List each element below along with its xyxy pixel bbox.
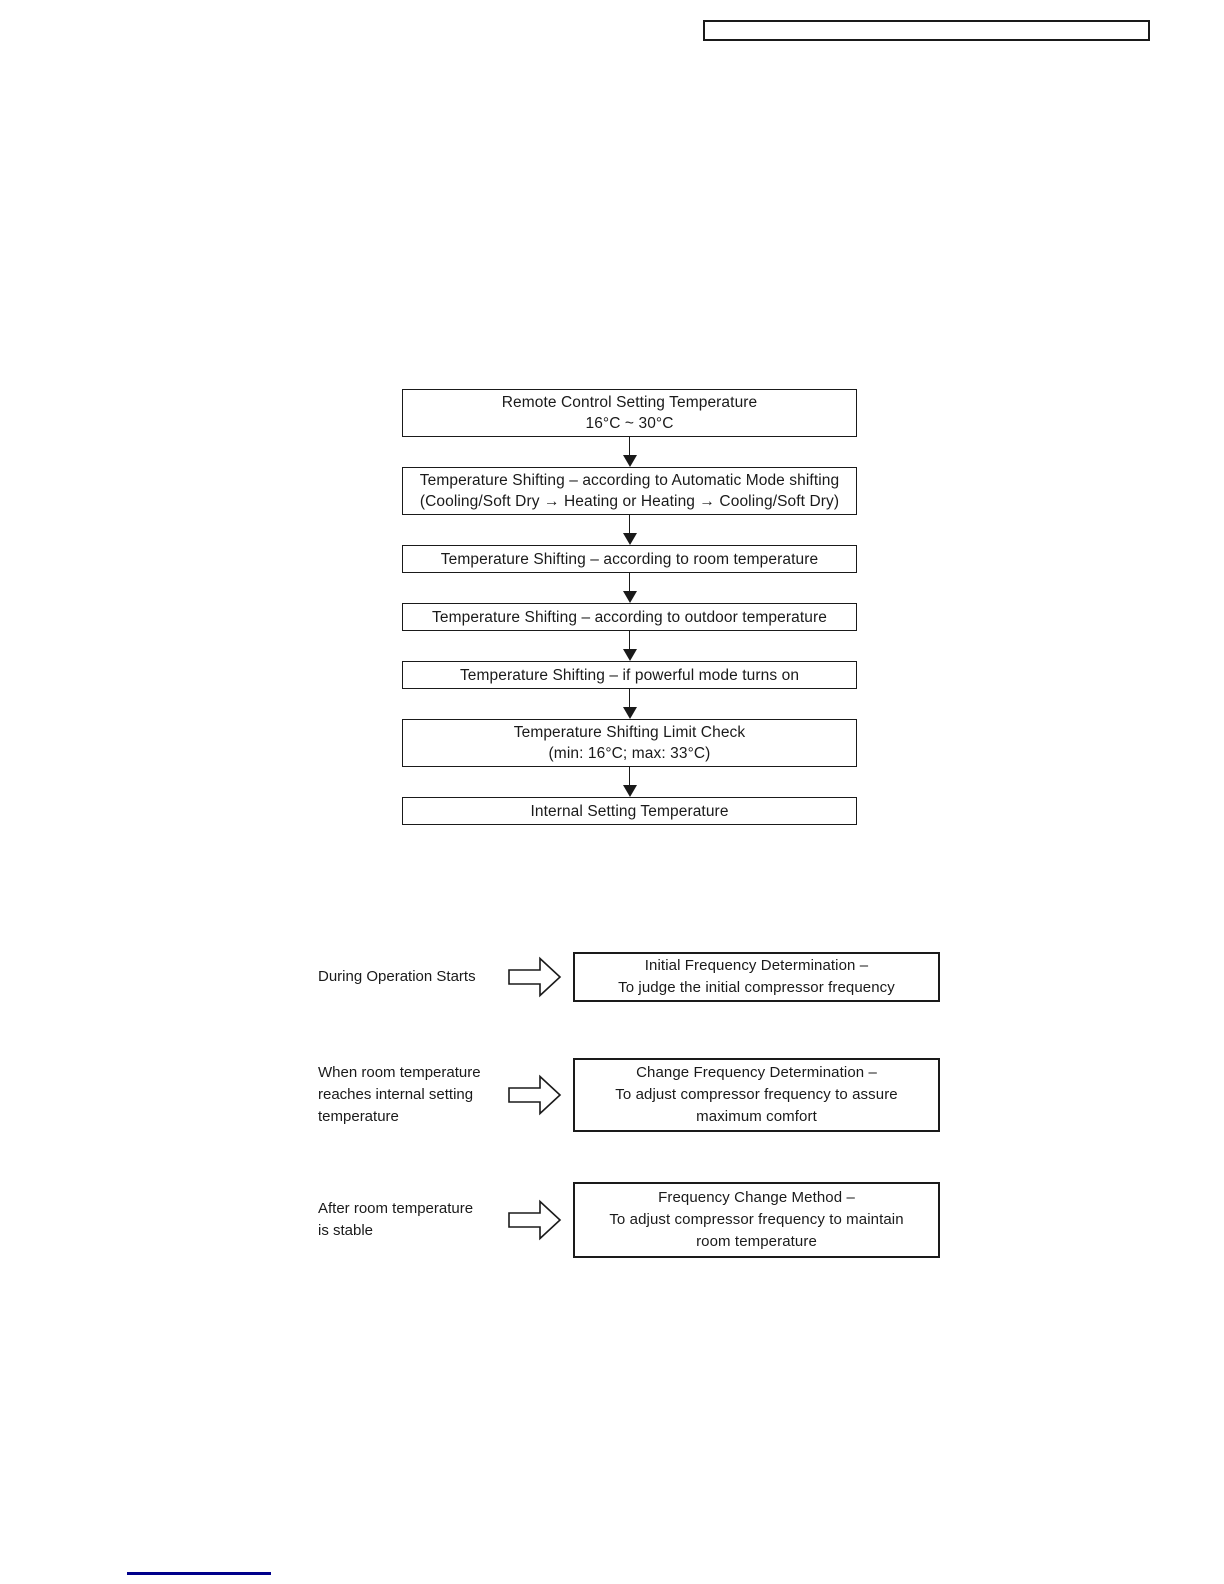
arrow-head-icon: [622, 533, 637, 545]
flow-arrow-down: [622, 437, 637, 467]
frequency-row-reaches-setting: When room temperature reaches internal s…: [318, 1058, 940, 1132]
flowchart-box-line: Remote Control Setting Temperature: [501, 394, 758, 411]
row-label-line: temperature: [318, 1108, 399, 1125]
flowchart-box-line: (min: 16°C; max: 33°C): [548, 745, 711, 762]
arrow-line: [628, 631, 631, 649]
arrow-line: [628, 573, 631, 591]
block-arrow-right-icon: [508, 1199, 562, 1241]
row-label: During Operation Starts: [318, 966, 503, 988]
arrow-line: [628, 515, 631, 533]
arrow-line: [628, 437, 631, 455]
block-arrow-right-icon: [508, 1074, 562, 1116]
row-label-line: During Operation Starts: [318, 968, 476, 985]
row-label-line: When room temperature: [318, 1064, 481, 1081]
arrow-line: [628, 767, 631, 785]
flowchart-box-line: (Cooling/Soft Dry → Heating or Heating →…: [419, 493, 840, 510]
flow-arrow-down: [622, 767, 637, 797]
flowchart-box-line: Temperature Shifting – according to Auto…: [419, 472, 840, 489]
row-label-line: After room temperature: [318, 1200, 474, 1217]
flowchart-box-line: 16°C ~ 30°C: [585, 415, 674, 432]
flow-arrow-down: [622, 689, 637, 719]
footer-link-underline[interactable]: [127, 1572, 271, 1575]
flowchart-box-outdoor-temperature: Temperature Shifting – according to outd…: [402, 603, 857, 631]
flowchart-box-line: Temperature Shifting – if powerful mode …: [459, 666, 800, 684]
flowchart-box-line: Temperature Shifting – according to room…: [440, 550, 819, 568]
temperature-shifting-flowchart: Remote Control Setting Temperature 16°C …: [402, 389, 857, 825]
frequency-row-operation-starts: During Operation Starts Initial Frequenc…: [318, 952, 940, 1002]
arrow-head-icon: [622, 707, 637, 719]
frequency-box-line: maximum comfort: [696, 1108, 817, 1125]
frequency-row-temperature-stable: After room temperature is stable Frequen…: [318, 1182, 940, 1258]
flowchart-box-room-temperature: Temperature Shifting – according to room…: [402, 545, 857, 573]
row-label-line: is stable: [318, 1222, 374, 1239]
frequency-box-line: room temperature: [696, 1233, 817, 1250]
header-field-box: [703, 20, 1150, 41]
frequency-box-line: Change Frequency Determination –: [636, 1064, 877, 1081]
row-label-line: reaches internal setting: [318, 1086, 474, 1103]
frequency-box-line: Frequency Change Method –: [658, 1189, 855, 1206]
flowchart-box-internal-setting: Internal Setting Temperature: [402, 797, 857, 825]
arrow-head-icon: [622, 785, 637, 797]
flowchart-box-limit-check: Temperature Shifting Limit Check (min: 1…: [402, 719, 857, 767]
frequency-box-line: Initial Frequency Determination –: [644, 957, 869, 974]
flow-arrow-down: [622, 515, 637, 545]
arrow-head-icon: [622, 649, 637, 661]
flowchart-box-remote-setting: Remote Control Setting Temperature 16°C …: [402, 389, 857, 437]
flowchart-box-auto-mode-shifting: Temperature Shifting – according to Auto…: [402, 467, 857, 515]
row-label: When room temperature reaches internal s…: [318, 1062, 503, 1128]
flowchart-box-line: Internal Setting Temperature: [530, 802, 729, 820]
frequency-box-change-determination: Change Frequency Determination – To adju…: [573, 1058, 940, 1132]
flowchart-box-line: Temperature Shifting Limit Check: [513, 724, 746, 741]
flow-arrow-down: [622, 573, 637, 603]
frequency-box-line: To adjust compressor frequency to assure: [615, 1086, 898, 1103]
flowchart-box-line: Temperature Shifting – according to outd…: [432, 608, 827, 626]
arrow-head-icon: [622, 455, 637, 467]
arrow-line: [628, 689, 631, 707]
flowchart-box-powerful-mode: Temperature Shifting – if powerful mode …: [402, 661, 857, 689]
arrow-head-icon: [622, 591, 637, 603]
frequency-box-change-method: Frequency Change Method – To adjust comp…: [573, 1182, 940, 1258]
frequency-box-line: To judge the initial compressor frequenc…: [618, 979, 895, 996]
flow-arrow-down: [622, 631, 637, 661]
row-label: After room temperature is stable: [318, 1198, 503, 1242]
frequency-box-line: To adjust compressor frequency to mainta…: [609, 1211, 904, 1228]
frequency-box-initial-determination: Initial Frequency Determination – To jud…: [573, 952, 940, 1002]
block-arrow-right-icon: [508, 956, 562, 998]
